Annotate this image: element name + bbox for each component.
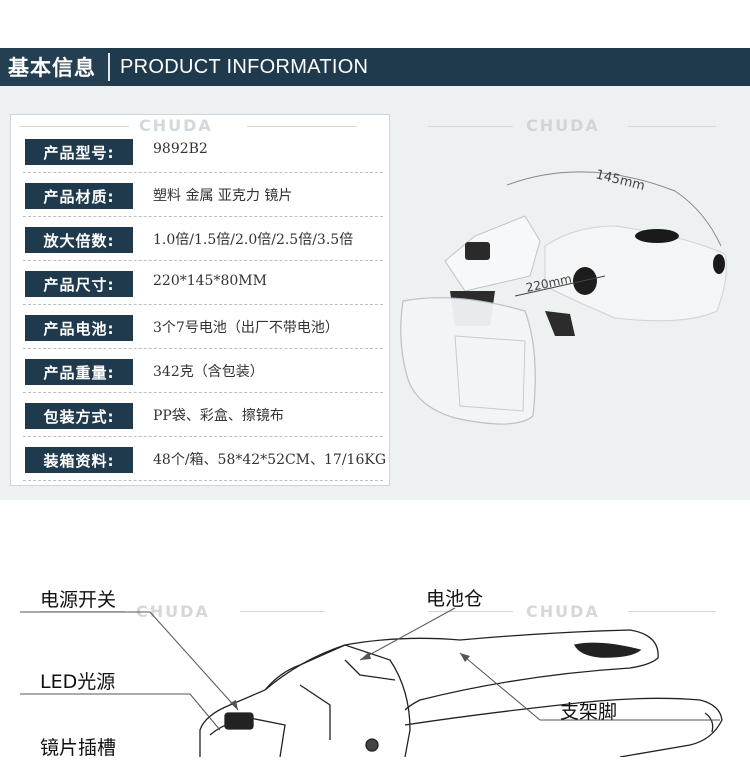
spec-value: 塑料 金属 亚克力 镜片 <box>153 188 293 204</box>
callout-leader-led-arrow <box>189 693 221 731</box>
battery-lid-line <box>344 659 396 681</box>
hinge-knob <box>545 311 575 336</box>
bracket-arm-bottom <box>404 697 723 757</box>
body-panel-line <box>299 684 331 740</box>
spec-row-model: 产品型号: 9892B2 <box>23 129 383 173</box>
spec-label: 放大倍数: <box>25 227 133 253</box>
dimension-line <box>514 275 606 297</box>
watermark-rule <box>240 611 325 612</box>
callout-leader-power-arrow <box>149 611 239 711</box>
spec-value: PP袋、彩盒、擦镜布 <box>153 408 284 424</box>
watermark-rule <box>428 611 513 612</box>
parts-diagram: CHUDA CHUDA 电源开关 <box>0 500 750 759</box>
dimension-width: 145mm <box>594 167 646 194</box>
watermark-rule <box>428 126 513 127</box>
watermark-rule <box>628 611 716 612</box>
battery-knob <box>573 267 597 295</box>
led-light-icon <box>465 242 490 260</box>
led-housing <box>444 215 541 292</box>
spec-row-magnification: 放大倍数: 1.0倍/1.5倍/2.0倍/2.5倍/3.5倍 <box>23 217 383 261</box>
label-bracket-leg: 支架脚 <box>560 701 618 723</box>
spec-label: 装箱资料: <box>25 447 133 473</box>
spec-value: 9892B2 <box>153 141 208 157</box>
spec-table: CHUDA 产品型号: 9892B2 产品材质: 塑料 金属 亚克力 镜片 放大… <box>10 114 390 486</box>
spec-label: 包装方式: <box>25 403 133 429</box>
watermark-rule <box>628 126 716 127</box>
spec-label: 产品尺寸: <box>25 271 133 297</box>
spec-label: 产品电池: <box>25 315 133 341</box>
device-top-edge <box>264 644 346 691</box>
spec-label: 产品型号: <box>25 139 133 165</box>
screw-icon <box>365 738 379 752</box>
header-title-en: PRODUCT INFORMATION <box>120 55 369 78</box>
spec-value: 342克（含包装） <box>153 364 264 380</box>
label-led-light: LED光源 <box>40 671 116 693</box>
spec-row-size: 产品尺寸: 220*145*80MM <box>23 261 383 305</box>
product-photo: 145mm 220mm <box>400 167 727 425</box>
spec-row-packaging: 包装方式: PP袋、彩盒、擦镜布 <box>23 393 383 437</box>
spec-value: 48个/箱、58*42*52CM、17/16KG <box>153 452 387 468</box>
lens-inner <box>454 335 526 412</box>
spec-label: 产品重量: <box>25 359 133 385</box>
spec-row-battery: 产品电池: 3个7号电池（出厂不带电池） <box>23 305 383 349</box>
spec-value: 220*145*80MM <box>153 273 267 289</box>
spec-label: 产品材质: <box>25 183 133 209</box>
magnifier-lens <box>400 297 536 425</box>
watermark-rule <box>247 126 357 127</box>
watermark-text: CHUDA <box>526 116 600 135</box>
callout-leader-battery <box>359 607 456 661</box>
label-power-switch: 电源开关 <box>40 589 117 611</box>
device-body-outline <box>199 644 411 757</box>
headband <box>544 225 727 322</box>
callout-leader-bracket <box>459 652 541 721</box>
spec-value: 1.0倍/1.5倍/2.0倍/2.5倍/3.5倍 <box>153 232 354 248</box>
label-lens-slot: 镜片插槽 <box>40 737 117 759</box>
watermark-text: CHUDA <box>139 116 213 135</box>
dimension-arc <box>506 171 722 247</box>
header-divider <box>108 53 110 81</box>
section-header: 基本信息 PRODUCT INFORMATION <box>0 48 750 86</box>
watermark-text: CHUDA <box>526 602 600 621</box>
top-spacer <box>0 0 750 48</box>
watermark-rule <box>19 126 129 127</box>
power-switch-icon <box>224 712 254 730</box>
side-pad <box>713 254 725 274</box>
spec-row-carton: 装箱资料: 48个/箱、58*42*52CM、17/16KG <box>23 437 387 481</box>
spec-row-material: 产品材质: 塑料 金属 亚克力 镜片 <box>23 173 383 217</box>
spec-row-weight: 产品重量: 342克（含包装） <box>23 349 383 393</box>
product-info-section: CHUDA 产品型号: 9892B2 产品材质: 塑料 金属 亚克力 镜片 放大… <box>0 86 750 500</box>
arrow-head <box>360 652 371 660</box>
label-battery-compartment: 电池仓 <box>426 588 484 610</box>
line-drawing <box>20 607 723 757</box>
spec-value: 3个7号电池（出厂不带电池） <box>153 320 339 336</box>
bracket-end-detail <box>704 712 714 733</box>
bracket-pad <box>574 642 642 658</box>
arrow-head <box>230 700 238 710</box>
header-title-cn: 基本信息 <box>0 48 108 86</box>
headband-pad <box>635 229 679 243</box>
bracket-arm-top <box>344 629 659 711</box>
arrow-head <box>460 653 470 662</box>
